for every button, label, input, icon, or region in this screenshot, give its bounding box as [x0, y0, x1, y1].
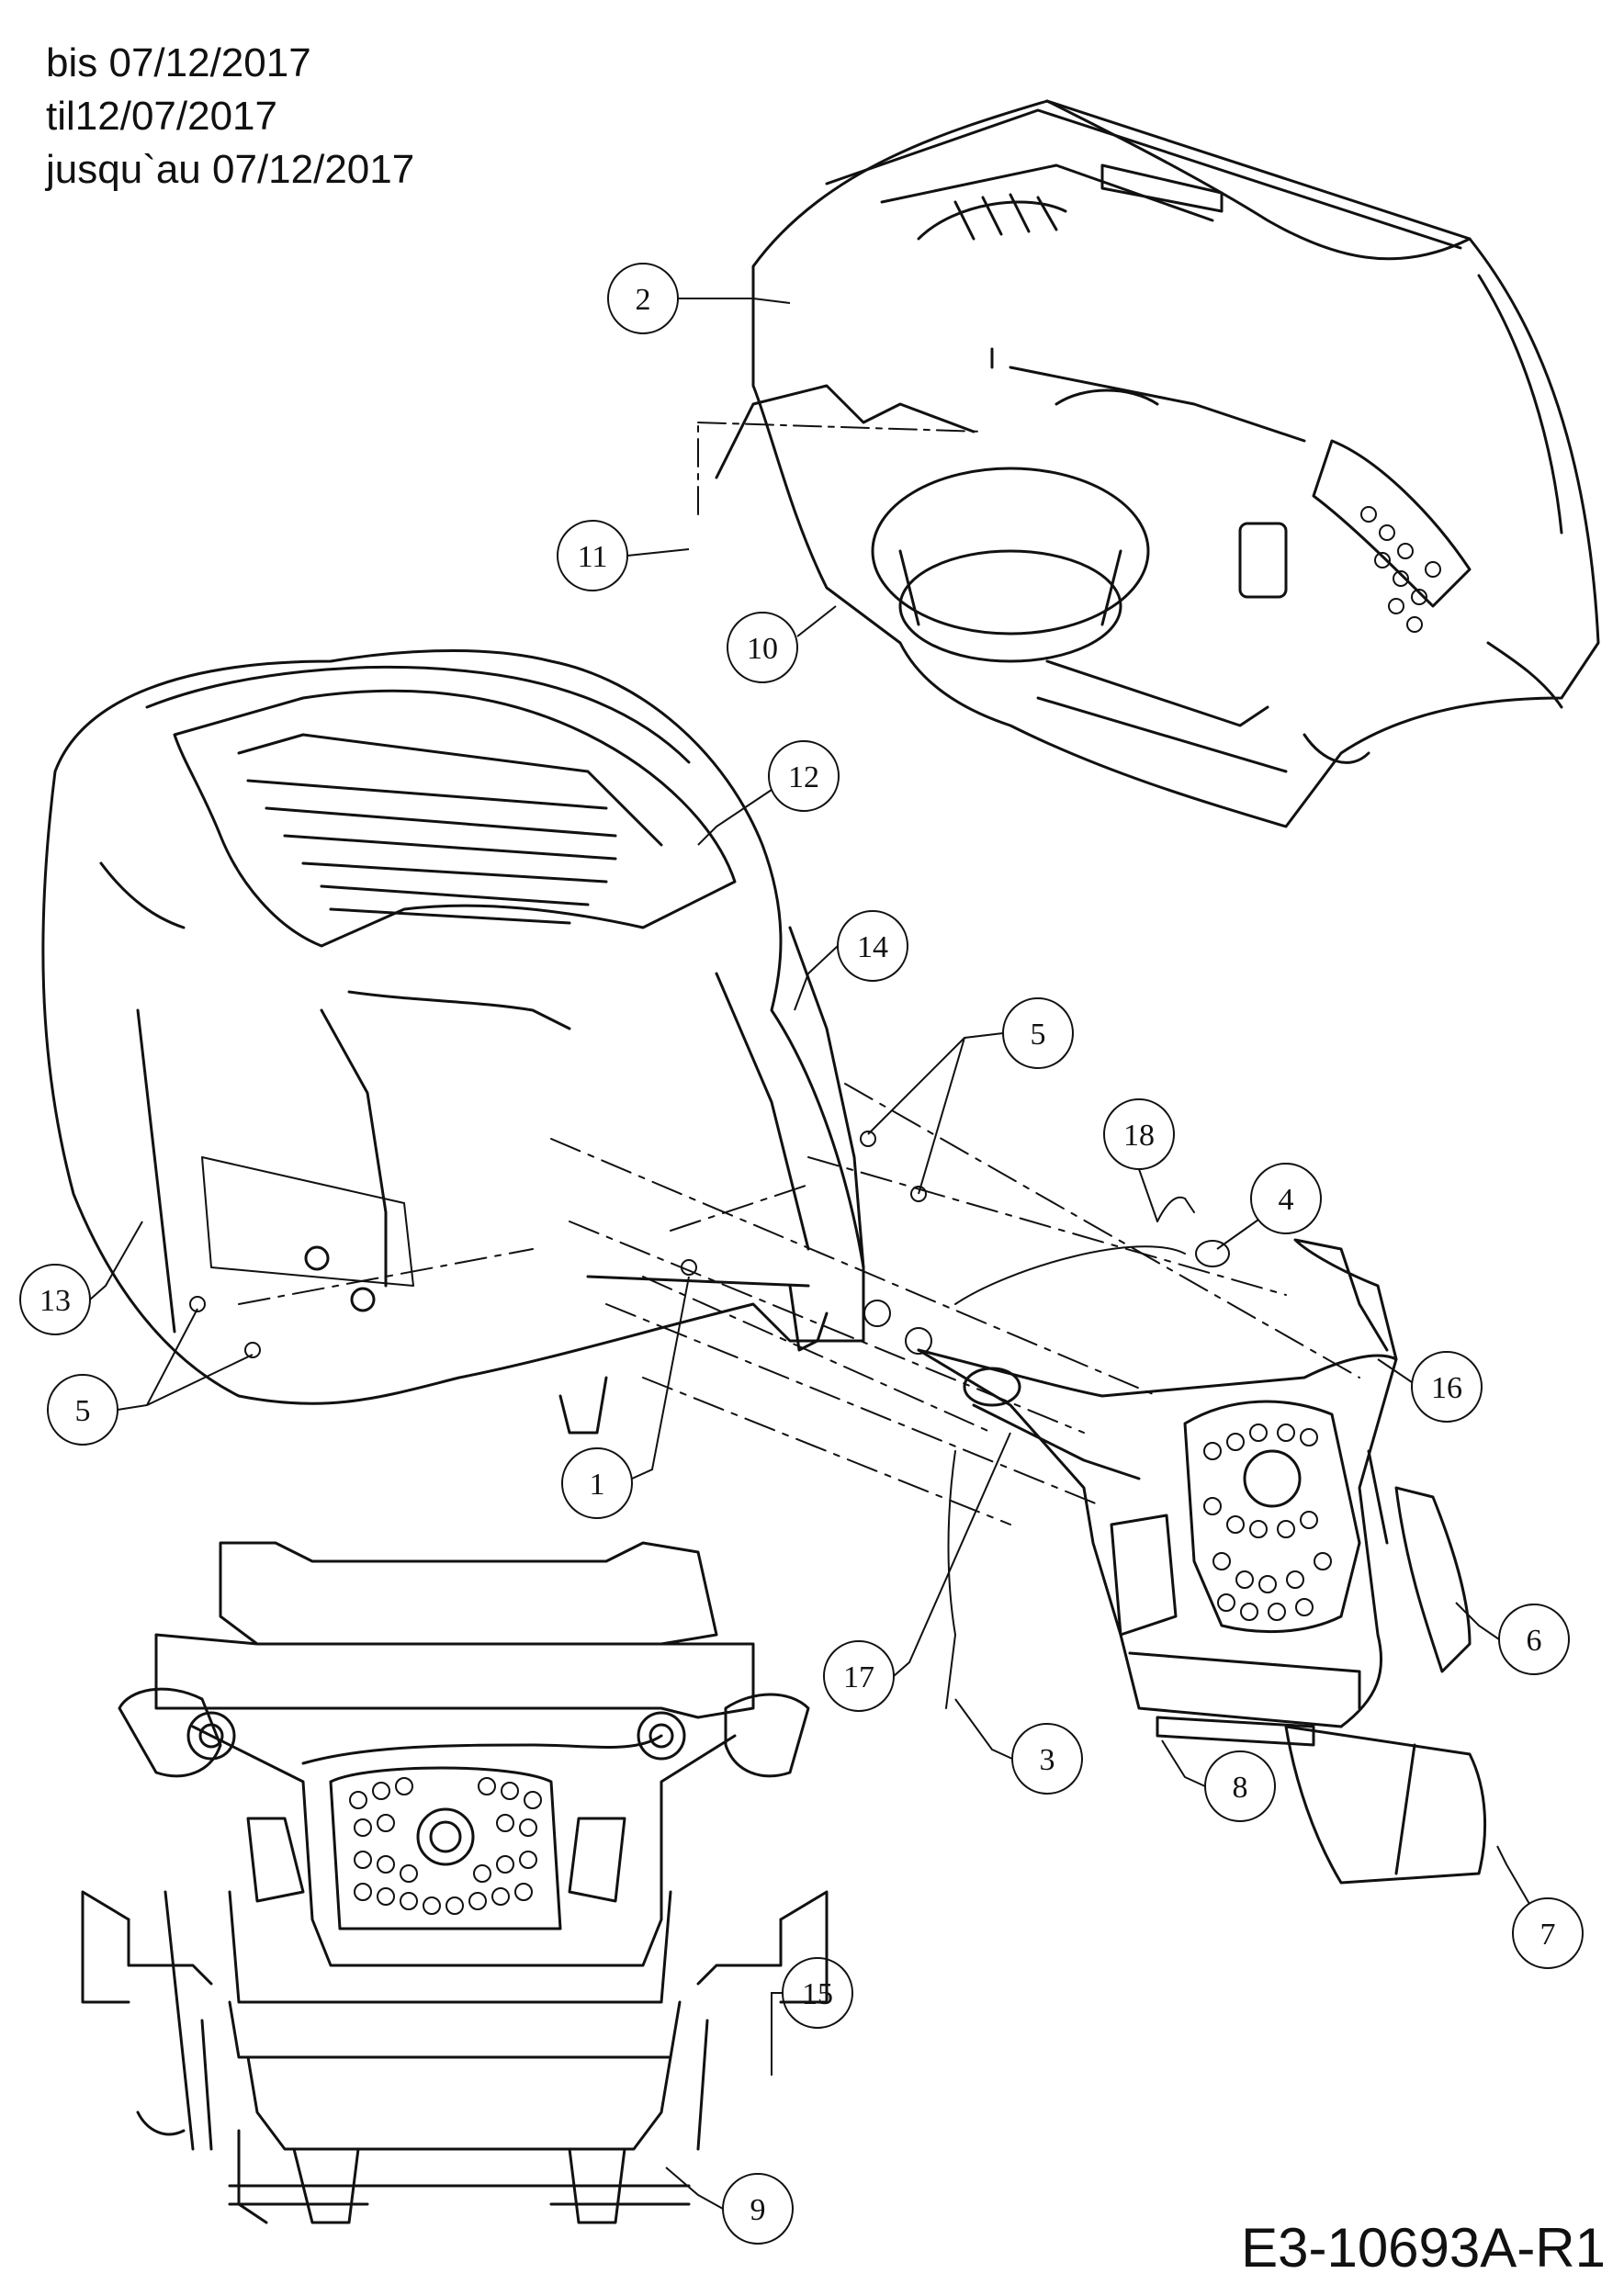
front-grille-honeycomb	[349, 1777, 542, 1915]
callout-4: 4	[1216, 1163, 1322, 1250]
callout-12: 12	[697, 740, 840, 846]
svg-text:12: 12	[788, 760, 819, 794]
callout-15: 15	[771, 1957, 853, 2076]
side-trim-6	[1394, 1486, 1472, 1673]
callout-6: 6	[1455, 1602, 1570, 1675]
callout-3: 3	[954, 1698, 1083, 1795]
svg-text:18: 18	[1123, 1119, 1155, 1153]
callout-18: 18	[1103, 1098, 1175, 1222]
grille-honeycomb	[1203, 1424, 1332, 1621]
svg-text:5: 5	[75, 1394, 91, 1428]
svg-text:9: 9	[750, 2193, 766, 2227]
callout-13: 13	[19, 1221, 143, 1335]
svg-text:8: 8	[1233, 1771, 1248, 1805]
hood	[41, 648, 865, 1435]
svg-text:11: 11	[578, 540, 608, 574]
callout-17: 17	[823, 1432, 1011, 1712]
svg-text:13: 13	[39, 1284, 71, 1318]
svg-text:17: 17	[843, 1660, 874, 1694]
callout-11: 11	[557, 520, 690, 591]
callout-9: 9	[665, 2167, 794, 2245]
validity-date-de: bis 07/12/2017	[46, 40, 311, 85]
callout-1: 1	[561, 1276, 690, 1519]
callout-16: 16	[1377, 1351, 1483, 1423]
callout-2: 2	[607, 263, 791, 334]
callout-5-lower: 5	[47, 1308, 254, 1446]
svg-text:1: 1	[590, 1468, 605, 1502]
svg-text:6: 6	[1527, 1624, 1542, 1658]
callout-14: 14	[794, 910, 908, 1011]
front-grille-panel	[917, 1238, 1487, 1885]
callout-10: 10	[727, 605, 837, 683]
callout-8: 8	[1161, 1739, 1276, 1822]
svg-text:3: 3	[1040, 1743, 1055, 1777]
validity-date-fr: jusqu`au 07/12/2017	[46, 147, 415, 192]
side-trim-7	[1284, 1725, 1487, 1885]
svg-text:2: 2	[636, 283, 651, 317]
validity-date-no: til12/07/2017	[46, 94, 277, 139]
svg-text:10: 10	[747, 632, 778, 666]
hardware-fasteners	[189, 1131, 1230, 1709]
svg-text:14: 14	[857, 930, 888, 964]
svg-text:16: 16	[1431, 1371, 1462, 1405]
callout-5-upper: 5	[867, 997, 1074, 1195]
svg-text:5: 5	[1031, 1018, 1046, 1052]
svg-text:7: 7	[1540, 1918, 1556, 1952]
svg-text:4: 4	[1279, 1183, 1294, 1217]
drawing-code: E3-10693A-R1	[1241, 2217, 1606, 2279]
front-assembly-view	[81, 1541, 829, 2224]
callout-7: 7	[1496, 1845, 1584, 1969]
assembly-lines	[238, 1083, 1360, 1525]
hood-support-frame	[697, 99, 1600, 828]
validity-dates: bis 07/12/2017 til12/07/2017 jusqu`au 07…	[46, 37, 414, 197]
svg-text:15: 15	[802, 1977, 833, 2011]
hood-support-honeycomb	[1360, 506, 1441, 633]
